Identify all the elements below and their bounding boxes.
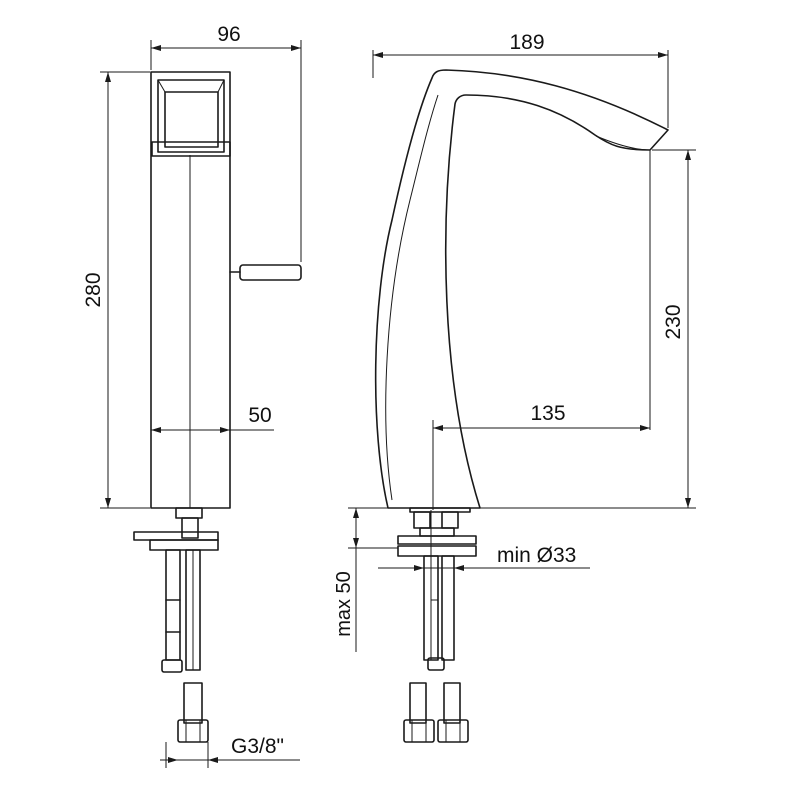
- side-view: [374, 69, 669, 743]
- side-mount-plate: [397, 535, 477, 545]
- front-head-collar: [151, 141, 231, 157]
- front-view: [133, 71, 302, 743]
- dim-spout-height: 230: [662, 304, 685, 339]
- front-hose-end: [183, 682, 203, 724]
- dim-thread: G3/8": [231, 735, 284, 758]
- dim-front-width: 96: [217, 23, 240, 46]
- dim-front-height: 280: [82, 272, 105, 307]
- front-head-outer: [157, 79, 225, 153]
- side-spout-inner-edge: [385, 94, 439, 501]
- front-head-inner: [164, 91, 219, 148]
- side-spout-outline: [374, 69, 669, 509]
- dim-min-hole: min Ø33: [497, 544, 576, 567]
- dim-side-depth: 189: [509, 31, 544, 54]
- front-dimensions: 96 280 50 G3/8": [82, 23, 302, 768]
- side-dimensions: 189 230 135 max 50 min Ø33: [333, 31, 696, 652]
- side-washer: [397, 545, 477, 557]
- dim-max-thickness: max 50: [333, 571, 355, 637]
- front-mount-plate: [133, 531, 219, 541]
- dim-spout-reach: 135: [530, 402, 565, 425]
- side-hose-nut-left: [403, 719, 435, 743]
- dim-body-width: 50: [248, 404, 271, 427]
- front-thread-nut: [177, 719, 209, 743]
- front-hose: [165, 549, 181, 661]
- front-lever-handle: [239, 264, 302, 281]
- side-hose-nut-right: [437, 719, 469, 743]
- front-washer: [149, 539, 219, 551]
- side-hose-right: [441, 555, 455, 661]
